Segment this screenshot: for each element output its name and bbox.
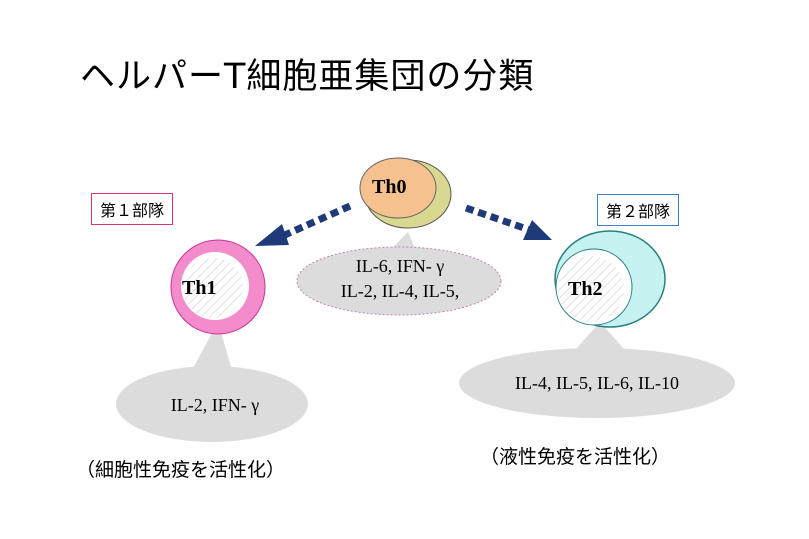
center-cytokines-line1: IL-6, IFN- γ: [355, 256, 445, 276]
th2-note: （液性免疫を活性化）: [480, 446, 671, 468]
th0-node: [359, 157, 452, 229]
th1-node: [170, 239, 266, 335]
center-cytokine-bubble: [296, 232, 502, 316]
th0-label: Th0: [372, 176, 407, 198]
page-title: ヘルパーT細胞亜集団の分類: [80, 57, 535, 97]
group-label-2: 第２部隊: [597, 194, 680, 226]
th2-node: [554, 230, 666, 328]
th2-label: Th2: [568, 278, 603, 300]
center-cytokines-line2: IL-2, IL-4, IL-5,: [340, 281, 460, 301]
th2-cytokine-bubble: [459, 322, 735, 418]
th2-cytokines: IL-4, IL-5, IL-6, IL-10: [515, 373, 679, 393]
th1-cytokine-bubble: [116, 322, 308, 442]
th1-label: Th1: [182, 277, 217, 299]
th1-note: （細胞性免疫を活性化）: [76, 459, 286, 481]
group-label-1: 第１部隊: [91, 193, 174, 225]
th1-cytokines: IL-2, IFN- γ: [170, 395, 260, 415]
arrow-to-th2: [464, 204, 552, 240]
arrow-to-th1: [255, 202, 352, 246]
